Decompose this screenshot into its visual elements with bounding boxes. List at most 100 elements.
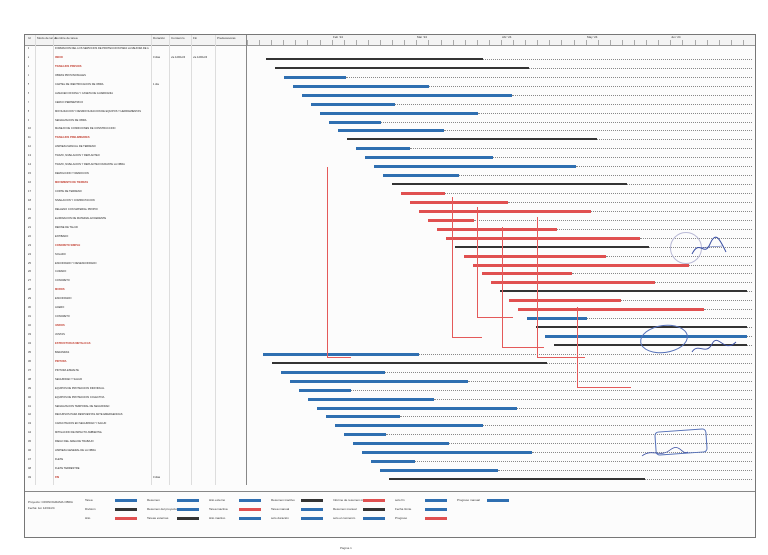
task-bar[interactable] <box>302 93 512 97</box>
task-bar[interactable] <box>353 442 449 446</box>
task-bar[interactable] <box>419 209 591 213</box>
task-bar[interactable] <box>317 406 517 410</box>
task-bar[interactable] <box>491 281 655 285</box>
task-bar[interactable] <box>464 254 606 258</box>
task-bar[interactable] <box>326 415 400 419</box>
summary-bar[interactable] <box>347 138 597 141</box>
task-bar[interactable] <box>428 218 474 222</box>
task-bar[interactable] <box>437 227 557 231</box>
task-bar[interactable] <box>335 424 483 428</box>
task-bar[interactable] <box>482 272 572 276</box>
task-bar[interactable] <box>311 102 395 106</box>
task-id: 14 <box>28 163 31 167</box>
summary-bar[interactable] <box>536 326 747 329</box>
summary-bar[interactable] <box>455 245 649 248</box>
task-bar[interactable] <box>383 174 459 178</box>
task-bar[interactable] <box>344 433 386 437</box>
task-bar[interactable] <box>545 335 747 339</box>
summary-bar[interactable] <box>389 478 645 481</box>
summary-bar[interactable] <box>266 57 483 60</box>
summary-bar[interactable] <box>554 343 747 346</box>
task-bar[interactable] <box>374 165 576 169</box>
task-bar[interactable] <box>308 397 434 401</box>
task-bar[interactable] <box>371 460 415 464</box>
task-bar[interactable] <box>401 192 445 196</box>
slack-line <box>508 201 752 203</box>
task-bar[interactable] <box>293 84 429 88</box>
task-bar[interactable] <box>365 156 493 160</box>
task-bar[interactable] <box>473 263 689 267</box>
summary-bar[interactable] <box>392 183 627 186</box>
task-bar[interactable] <box>281 370 385 374</box>
task-bar[interactable] <box>299 388 351 392</box>
task-bar[interactable] <box>380 469 498 473</box>
task-bar[interactable] <box>263 352 419 356</box>
task-bar[interactable] <box>518 308 704 312</box>
task-bar[interactable] <box>509 299 621 303</box>
task-bar[interactable] <box>527 317 587 321</box>
task-bar[interactable] <box>362 451 532 455</box>
task-bar[interactable] <box>284 75 346 79</box>
summary-bar[interactable] <box>272 361 547 364</box>
task-bar[interactable] <box>290 379 468 383</box>
summary-bar[interactable] <box>500 290 747 293</box>
task-bar[interactable] <box>446 236 640 240</box>
task-bar[interactable] <box>410 200 508 204</box>
task-bar[interactable] <box>356 147 410 151</box>
task-bar[interactable] <box>320 111 478 115</box>
task-bar[interactable] <box>329 120 381 124</box>
summary-bar[interactable] <box>275 66 529 69</box>
task-bar[interactable] <box>338 129 444 133</box>
timeline-tick <box>356 40 357 45</box>
